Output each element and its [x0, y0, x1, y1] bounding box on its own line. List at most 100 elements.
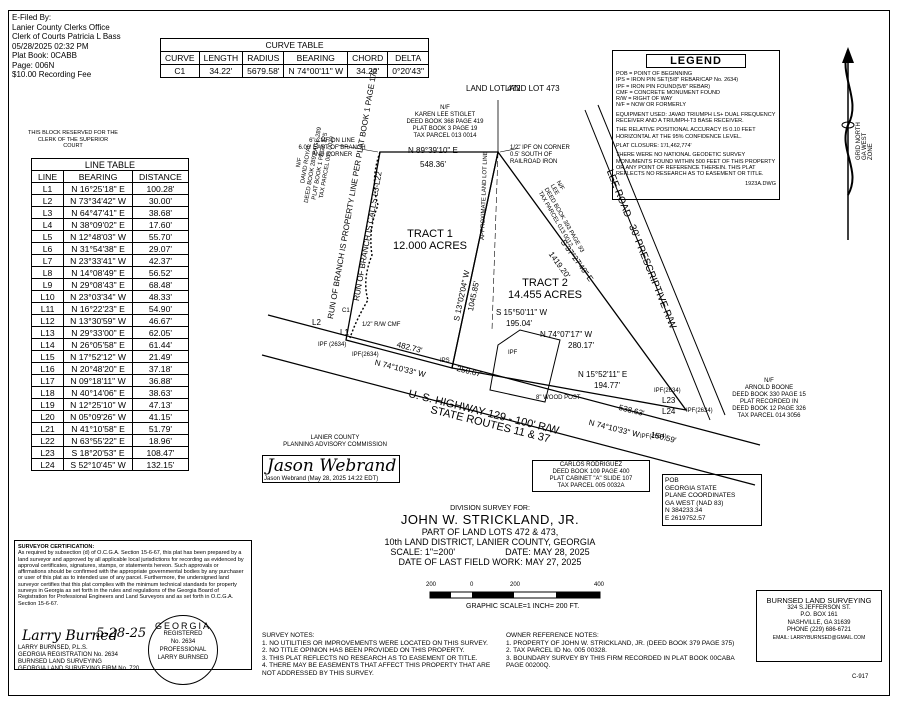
tract1-area: 12.000 ACRES	[393, 240, 467, 252]
curve-cell: 0°20'43"	[387, 64, 429, 78]
t2-distance-1: 195.04'	[506, 319, 532, 328]
seal-text: LARRY BURNSED	[157, 655, 209, 661]
planning-header: LANIER COUNTY PLANNING ADVISORY COMMISSI…	[270, 435, 400, 449]
boone-line: DEED BOOK 330 PAGE 15	[732, 392, 806, 398]
cmf-line: 6.00' EAST OF BRANCH	[298, 145, 366, 151]
curve-table: CURVE TABLE CURVE LENGTH RADIUS BEARING …	[160, 38, 429, 78]
title-block: DIVISION SURVEY FOR: JOHN W. STRICKLAND,…	[340, 505, 640, 567]
planning-line: LANIER COUNTY	[310, 435, 360, 441]
efile-line: E-Filed By:	[12, 13, 52, 22]
branch-line	[349, 151, 381, 339]
ipf-corner-note: 1/2" IPF ON CORNER 0.5' SOUTH OF RAILROA…	[510, 145, 600, 166]
legend-item: N/F = NOW OR FORMERLY	[616, 102, 687, 109]
pob-box: POB GEORGIA STATE PLANE COORDINATES GA W…	[662, 474, 762, 526]
firm-line: BURNSED LAND SURVEYING	[766, 596, 872, 605]
efile-line: 05/28/2025 02:32 PM	[12, 41, 89, 51]
top-distance-label: 548.36'	[420, 160, 446, 169]
c1-label: C1	[342, 308, 350, 314]
efile-line: $10.00 Recording Fee	[12, 70, 92, 79]
ipf-2634-label: IPF (2634)	[318, 342, 347, 348]
l24-label: L24	[662, 407, 676, 416]
pob-line: GEORGIA STATE	[665, 484, 717, 492]
owner-note: 1. PROPERTY OF JOHN W. STRICKLAND, JR. (…	[506, 639, 735, 647]
rodriguez-line: PLAT CABINET "A" SLIDE 107	[549, 476, 633, 482]
firm-line: NASHVILLE, GA 31639	[787, 619, 851, 626]
ipf-corner-line: 1/2" IPF ON CORNER	[510, 145, 570, 151]
survey-note: 3. THIS PLAT REFLECTS NO RESEARCH AS TO …	[262, 654, 478, 662]
cert-line: GEORGIA LAND SURVEYING FIRM No. 720	[18, 666, 140, 672]
efile-stamp: E-Filed By: Lanier County Clerks Office …	[12, 13, 121, 80]
cmf-line: AND CORNER	[311, 152, 353, 158]
l2-label: L2	[312, 318, 321, 327]
stiglet-line: N/F	[440, 105, 450, 111]
cert-signer: LARRY BURNSED, P.L.S. GEORGIA REGISTRATI…	[18, 645, 139, 673]
owner-note: 2. TAX PARCEL ID No. 005 00328.	[506, 647, 607, 654]
legend-item: IPS = IRON PIN SET(5/8" REBAR/CAP No. 26…	[616, 77, 739, 84]
surveyor-seal: GEORGIA REGISTERED No. 2634 PROFESSIONAL…	[148, 615, 218, 685]
ipf-corner-line: RAILROAD IRON	[510, 159, 558, 165]
line-table-cell: S 52°10'45" W	[63, 458, 134, 471]
line-table-cell: N 29°08'43" E	[63, 278, 134, 291]
pob-line: E 2619752.57	[665, 514, 706, 522]
boone-line: N/F	[764, 378, 774, 384]
scale-tick: 200	[510, 582, 521, 588]
survey-notes: SURVEY NOTES: 1. NO UTILITIES OR IMPROVE…	[262, 632, 494, 677]
seal-text: GEORGIA	[154, 621, 211, 631]
t2-bearing-3: N 15°52'11" E	[578, 370, 628, 379]
division-parts: PART OF LAND LOTS 472 & 473,	[421, 527, 559, 537]
owner-notes-title: OWNER REFERENCE NOTES:	[506, 632, 599, 639]
division-owner: JOHN W. STRICKLAND, JR.	[400, 512, 580, 527]
rodriguez-line: CARLOS RODRIGUEZ	[559, 462, 623, 468]
cert-line: GEORGIA REGISTRATION No. 2634	[18, 652, 118, 658]
curve-cell: N 74°00'11" W	[283, 64, 349, 78]
firm-line: P.O. BOX 161	[800, 612, 838, 619]
ipf-label: IPF	[508, 350, 518, 356]
t2-bearing-2: N 74°07'17" W	[540, 330, 593, 339]
ipf-2634-label: IPF(2634)	[654, 388, 681, 394]
lee-road-west	[584, 109, 711, 421]
boone-label: N/F ARNOLD BOONE DEED BOOK 330 PAGE 15 P…	[724, 378, 814, 420]
approx-land-lot-line	[491, 151, 499, 331]
rodriguez-box: CARLOS RODRIGUEZ DEED BOOK 109 PAGE 400 …	[532, 460, 650, 492]
efile-line: Clerk of Courts Patricia L Bass	[12, 32, 121, 41]
ipf-2634-label: IPF(2634)	[640, 434, 667, 440]
rodriguez-line: DEED BOOK 109 PAGE 400	[552, 469, 630, 475]
tract2-name: TRACT 2	[522, 277, 568, 289]
line-table-cell: 51.79'	[132, 422, 189, 435]
legend-title: LEGEND	[646, 54, 746, 68]
tract2-boundary	[451, 150, 688, 411]
legend-item: R/W = RIGHT OF WAY	[616, 96, 673, 103]
lee-road-east	[597, 104, 726, 416]
cert-title: SURVEYOR CERTIFICATION:	[18, 544, 95, 550]
cmf-line: 6" CMF ON LINE	[309, 138, 355, 144]
stiglet-line: PLAT BOOK 3 PAGE 19	[412, 126, 478, 132]
stiglet-line: KAREN LEE STIGLET	[414, 112, 476, 118]
cert-sig-date: 5-28-25	[96, 626, 147, 641]
sheet-border	[8, 10, 890, 696]
pob-line: GA WEST (NAD 83)	[665, 499, 724, 507]
legend-equipment: EQUIPMENT USED: JAVAD TRIUMPH LS+ DUAL F…	[616, 111, 776, 125]
curve-row: C1 34.22' 5679.58' N 74°00'11" W 34.22' …	[160, 64, 429, 78]
efile-line: Page: 006N	[12, 60, 55, 70]
pob-line: POB	[665, 477, 679, 484]
rodriguez-line: TAX PARCEL 005 0032A	[557, 483, 625, 489]
owner-note: 3. BOUNDARY SURVEY BY THIS FIRM RECORDED…	[506, 654, 735, 670]
efile-line: Lanier County Clerks Office	[12, 22, 110, 32]
legend-accuracy: THE RELATIVE POSITIONAL ACCURACY IS 0.10…	[616, 127, 756, 140]
stiglet-label: N/F KAREN LEE STIGLET DEED BOOK 368 PAGE…	[390, 105, 500, 140]
line-table-cell: N 31°54'38" E	[63, 242, 134, 255]
survey-note: 4. THERE MAY BE EASEMENTS THAT AFFECT TH…	[262, 662, 491, 677]
stiglet-line: TAX PARCEL 013 0014	[413, 133, 477, 139]
legend-item: IPF = IRON PIN FOUND(5/8" REBAR)	[616, 83, 711, 90]
line-table-cell: N 09°18'11" W	[63, 374, 134, 387]
ips-label: IPS	[440, 358, 450, 364]
